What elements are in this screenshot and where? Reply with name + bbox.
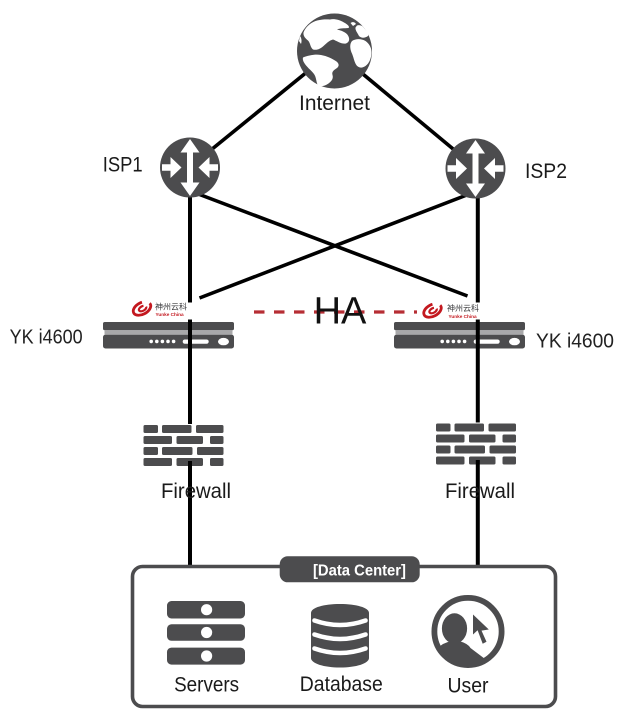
svg-text:YK i4600: YK i4600 bbox=[536, 331, 614, 353]
svg-text:Yunke China: Yunke China bbox=[449, 314, 478, 319]
svg-text:User: User bbox=[448, 675, 489, 698]
svg-text:Internet: Internet bbox=[299, 91, 370, 115]
svg-text:HA: HA bbox=[314, 291, 367, 333]
svg-text:[Data Center]: [Data Center] bbox=[313, 563, 406, 580]
svg-text:YK i4600: YK i4600 bbox=[10, 327, 83, 349]
svg-text:神州云科: 神州云科 bbox=[447, 303, 479, 313]
svg-text:ISP1: ISP1 bbox=[103, 153, 143, 177]
svg-text:Database: Database bbox=[300, 673, 383, 696]
svg-text:Firewall: Firewall bbox=[161, 480, 231, 503]
svg-text:神州云科: 神州云科 bbox=[155, 301, 187, 311]
svg-text:Servers: Servers bbox=[174, 674, 239, 697]
svg-text:Firewall: Firewall bbox=[445, 480, 515, 503]
svg-text:Yunke China: Yunke China bbox=[156, 312, 185, 317]
svg-text:ISP2: ISP2 bbox=[525, 159, 567, 183]
